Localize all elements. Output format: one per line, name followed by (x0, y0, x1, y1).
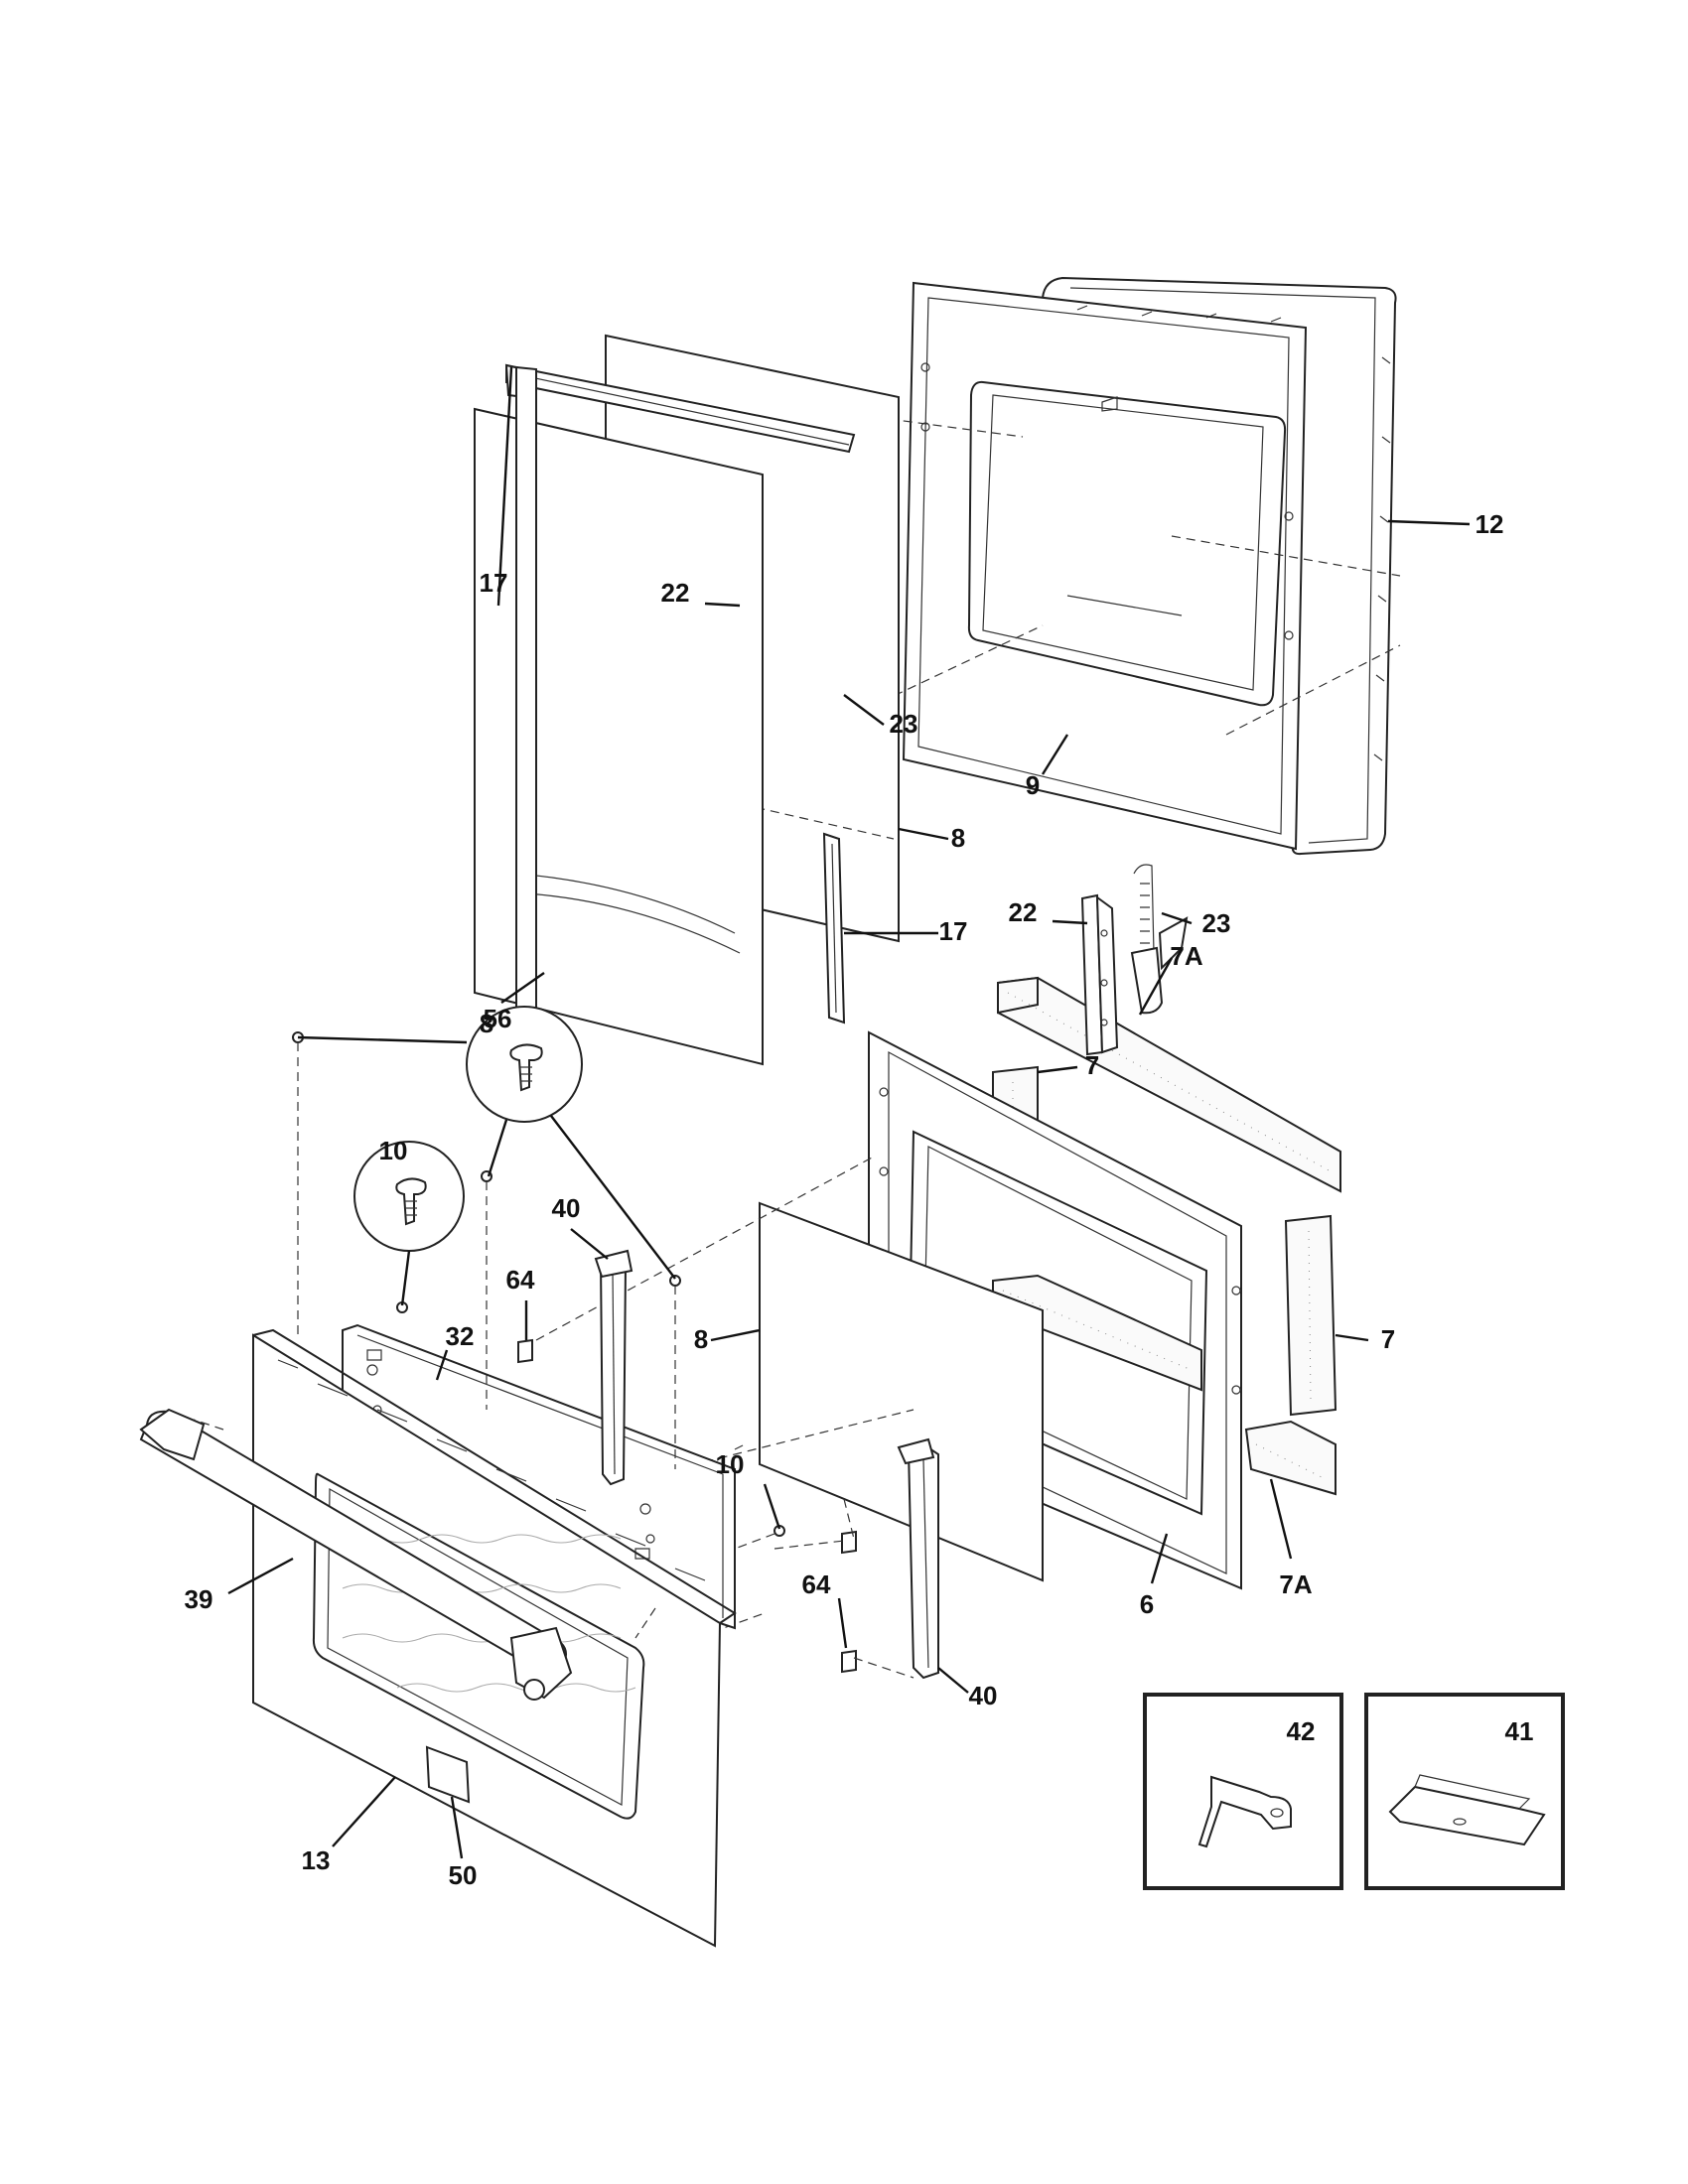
callout-42: 42 (1287, 1716, 1316, 1746)
door-handle-39 (139, 1408, 573, 1701)
callout-22-bottom: 22 (1009, 897, 1038, 927)
spacer-17-right (822, 832, 846, 1024)
gasket-clips (1076, 305, 1391, 761)
screw-detail-56 (466, 1006, 583, 1123)
inner-door-liner-9 (902, 281, 1308, 851)
callout-6: 6 (1140, 1589, 1154, 1619)
callout-39: 39 (185, 1584, 213, 1614)
hinge-23-bottom (1130, 864, 1189, 1015)
clip-64-right-upper (841, 1530, 857, 1555)
callout-50: 50 (449, 1860, 478, 1890)
clip-64-right-lower (841, 1649, 857, 1674)
clip-64-left (517, 1338, 533, 1364)
glass-panel-8-front (474, 365, 764, 1066)
callout-56: 56 (484, 1004, 512, 1033)
screw-56-leaders (297, 1035, 676, 1280)
callout-40-right: 40 (969, 1681, 998, 1710)
insulation-7A-top (997, 976, 1341, 1193)
callout-32: 32 (446, 1321, 475, 1351)
callout-7A-bottom: 7A (1279, 1570, 1312, 1599)
callout-7A-top: 7A (1170, 941, 1202, 971)
callout-12: 12 (1476, 509, 1504, 539)
callout-41: 41 (1505, 1716, 1534, 1746)
alignment-lines-middle (535, 1156, 914, 1679)
callout-13: 13 (302, 1845, 331, 1875)
callout-8-middle: 8 (694, 1324, 708, 1354)
door-channel-40-right (897, 1437, 939, 1680)
alignment-lines-lower (193, 1042, 775, 1639)
callout-10-right: 10 (716, 1449, 745, 1479)
hinge-hanger-22-bottom (1080, 893, 1119, 1056)
callout-23-bottom: 23 (1202, 908, 1231, 938)
callout-labels: 12 17 22 23 9 8 17 8 22 23 7A 7 56 10 40… (185, 509, 1534, 1890)
insulation-7A-bottom (1244, 1420, 1336, 1496)
callout-17-bottom: 17 (939, 916, 968, 946)
glass-panel-8-middle (759, 1201, 1044, 1582)
callout-leaders (227, 366, 1471, 1859)
callout-64-right: 64 (802, 1570, 831, 1599)
callout-22-top: 22 (661, 578, 690, 608)
callout-17-top: 17 (480, 568, 508, 598)
inset-box-42 (1143, 1693, 1343, 1890)
screw-10-leader (400, 1250, 411, 1306)
door-channel-40-left (594, 1249, 633, 1486)
callout-10-detail: 10 (379, 1136, 408, 1165)
callout-9: 9 (1026, 770, 1040, 800)
inset-box-41 (1364, 1693, 1565, 1890)
callout-7-lower: 7 (1381, 1324, 1395, 1354)
callout-8-top-left: 8 (480, 1009, 493, 1038)
callout-8-top-right: 8 (951, 823, 965, 853)
callout-40-left: 40 (552, 1193, 581, 1223)
callout-7-upper: 7 (1085, 1050, 1099, 1080)
insulation-7-right (1284, 1214, 1337, 1417)
callout-23-top: 23 (890, 709, 918, 739)
screw-detail-10 (353, 1141, 465, 1252)
callout-64-left: 64 (506, 1265, 535, 1295)
